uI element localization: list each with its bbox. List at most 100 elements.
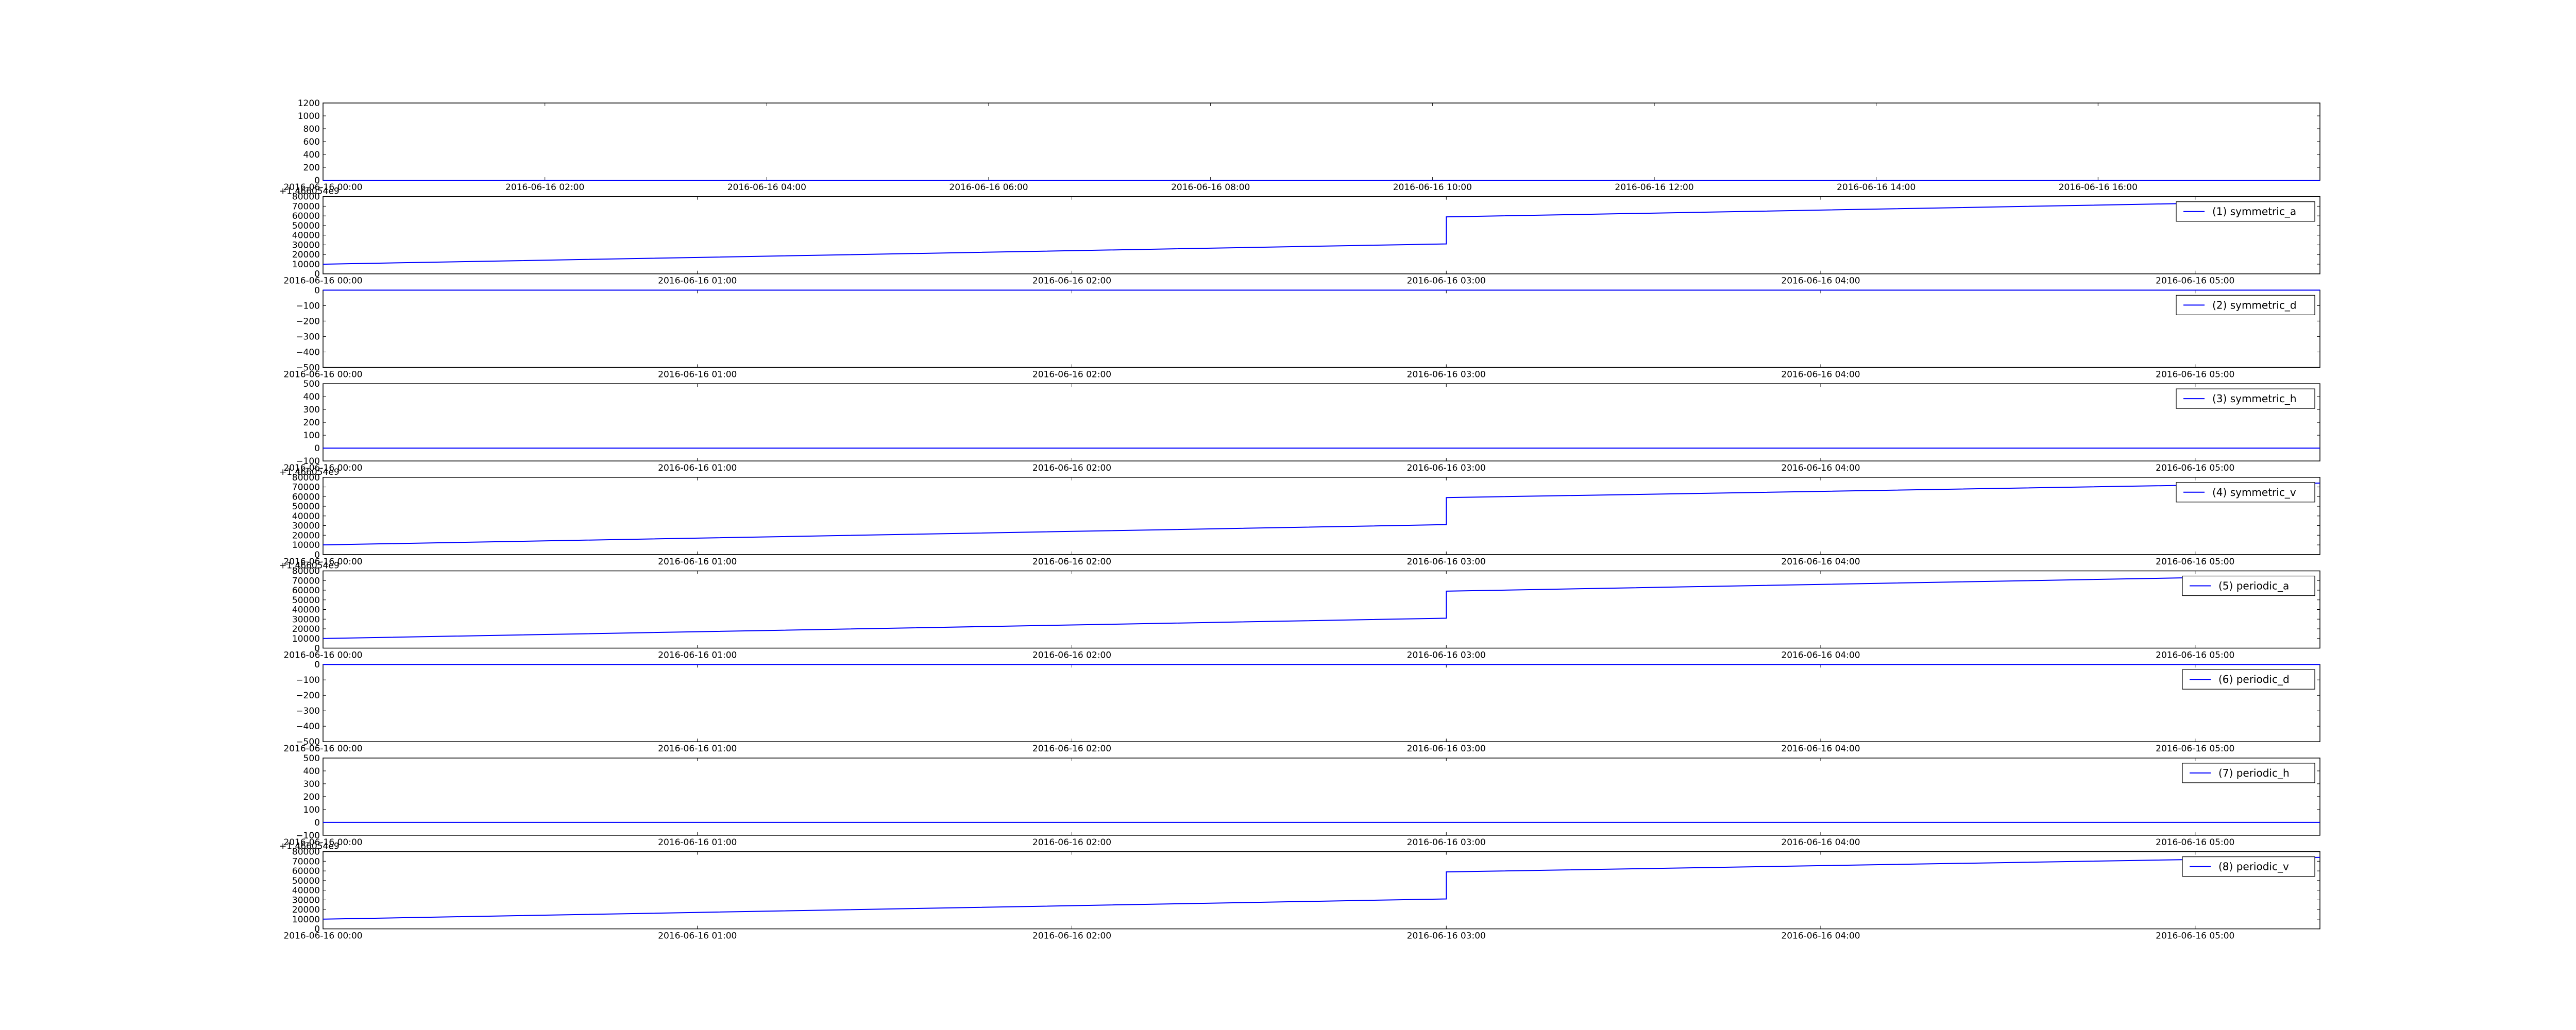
series-line xyxy=(323,202,2195,265)
x-tick-label: 2016-06-16 00:00 xyxy=(283,182,362,193)
y-tick-label: 10000 xyxy=(292,540,320,551)
y-tick-label: 10000 xyxy=(292,634,320,644)
y-tick-label: −500 xyxy=(296,363,320,373)
x-tick-label: 2016-06-16 05:00 xyxy=(2156,650,2234,661)
x-tick-label: 2016-06-16 10:00 xyxy=(1393,182,1472,193)
x-tick-label: 2016-06-16 05:00 xyxy=(2156,837,2234,848)
y-tick-label: 500 xyxy=(303,379,320,389)
x-tick-label: 2016-06-16 04:00 xyxy=(1781,369,1860,380)
x-tick-label: 2016-06-16 01:00 xyxy=(658,744,737,754)
legend-label: (4) symmetric_v xyxy=(2212,486,2296,499)
x-tick-label: 2016-06-16 04:00 xyxy=(1781,744,1860,754)
x-tick-label: 2016-06-16 05:00 xyxy=(2156,276,2234,286)
x-tick-label: 2016-06-16 04:00 xyxy=(1781,557,1860,567)
legend: (1) symmetric_a xyxy=(2176,201,2315,222)
x-tick-label: 2016-06-16 00:00 xyxy=(283,276,362,286)
x-tick-label: 2016-06-16 02:00 xyxy=(1032,650,1111,661)
y-tick-label: 500 xyxy=(303,753,320,764)
y-tick-label: 70000 xyxy=(292,201,320,212)
x-tick-label: 2016-06-16 16:00 xyxy=(2059,182,2138,193)
x-tick-label: 2016-06-16 03:00 xyxy=(1407,276,1486,286)
x-tick-label: 2016-06-16 01:00 xyxy=(658,837,737,848)
y-tick-label: 400 xyxy=(303,766,320,777)
x-tick-label: 2016-06-16 04:00 xyxy=(727,182,806,193)
y-tick-label: 50000 xyxy=(292,595,320,606)
subplot-2: 2016-06-16 00:00 2016-06-16 01:00 2016-06-… xyxy=(279,186,2320,286)
y-tick-label: 40000 xyxy=(292,886,320,896)
x-tick-label: 2016-06-16 03:00 xyxy=(1407,931,1486,941)
axes-frame xyxy=(323,383,2320,461)
y-tick-label: 20000 xyxy=(292,530,320,541)
y-tick-label: −100 xyxy=(296,675,320,685)
legend-label: (3) symmetric_h xyxy=(2212,392,2297,405)
x-tick-label: 2016-06-16 01:00 xyxy=(658,650,737,661)
y-tick-label: 0 xyxy=(314,550,320,560)
x-tick-label: 2016-06-16 02:00 xyxy=(1032,557,1111,567)
y-tick-label: 40000 xyxy=(292,511,320,522)
y-tick-label: 400 xyxy=(303,150,320,160)
y-tick-label: 70000 xyxy=(292,483,320,493)
y-tick-label: −100 xyxy=(296,301,320,311)
legend-label: (7) periodic_h xyxy=(2218,767,2290,779)
series-line xyxy=(323,483,2320,545)
y-tick-label: 60000 xyxy=(292,211,320,221)
y-tick-label: 600 xyxy=(303,137,320,147)
axes-frame xyxy=(323,196,2320,274)
legend: (3) symmetric_h xyxy=(2176,388,2315,409)
x-tick-label: 2016-06-16 02:00 xyxy=(1032,369,1111,380)
x-tick-label: 2016-06-16 05:00 xyxy=(2156,557,2234,567)
y-tick-label: 200 xyxy=(303,418,320,428)
x-tick-label: 2016-06-16 05:00 xyxy=(2156,744,2234,754)
y-tick-label: 0 xyxy=(314,644,320,654)
legend-label: (6) periodic_d xyxy=(2218,673,2290,685)
x-tick-label: 2016-06-16 04:00 xyxy=(1781,650,1860,661)
x-tick-label: 2016-06-16 02:00 xyxy=(1032,837,1111,848)
x-tick-label: 2016-06-16 01:00 xyxy=(658,463,737,473)
legend: (6) periodic_d xyxy=(2182,669,2315,690)
y-tick-label: 300 xyxy=(303,779,320,789)
x-tick-label: 2016-06-16 00:00 xyxy=(283,650,362,661)
offset-label: +1.466054e9 xyxy=(279,467,340,477)
y-tick-label: 40000 xyxy=(292,231,320,241)
x-tick-label: 2016-06-16 03:00 xyxy=(1407,837,1486,848)
y-tick-label: 400 xyxy=(303,392,320,402)
x-tick-label: 2016-06-16 00:00 xyxy=(283,463,362,473)
axes-frame xyxy=(323,102,2320,181)
y-tick-label: 80000 xyxy=(292,473,320,483)
legend: (8) periodic_v xyxy=(2182,856,2315,877)
x-tick-label: 2016-06-16 03:00 xyxy=(1407,369,1486,380)
legend-label: (2) symmetric_d xyxy=(2212,299,2297,311)
x-tick-label: 2016-06-16 01:00 xyxy=(658,276,737,286)
y-tick-label: −500 xyxy=(296,737,320,747)
x-tick-label: 2016-06-16 06:00 xyxy=(949,182,1028,193)
x-tick-label: 2016-06-16 00:00 xyxy=(283,837,362,848)
legend-label: (5) periodic_a xyxy=(2218,580,2289,592)
y-tick-label: 800 xyxy=(303,124,320,134)
legend-label: (1) symmetric_a xyxy=(2212,205,2296,218)
y-tick-label: −300 xyxy=(296,706,320,716)
y-tick-label: 60000 xyxy=(292,866,320,877)
y-tick-label: 60000 xyxy=(292,492,320,502)
y-tick-label: 80000 xyxy=(292,566,320,577)
legend: (4) symmetric_v xyxy=(2176,482,2315,503)
y-tick-label: 20000 xyxy=(292,624,320,634)
y-tick-label: 30000 xyxy=(292,895,320,905)
y-tick-label: 1000 xyxy=(298,111,320,122)
y-tick-label: 60000 xyxy=(292,586,320,596)
x-tick-label: 2016-06-16 03:00 xyxy=(1407,557,1486,567)
x-tick-label: 2016-06-16 03:00 xyxy=(1407,650,1486,661)
y-tick-label: 70000 xyxy=(292,576,320,586)
legend: (7) periodic_h xyxy=(2182,763,2315,783)
legend: (5) periodic_a xyxy=(2182,575,2315,596)
axes-frame xyxy=(323,570,2320,649)
axes-frame xyxy=(323,664,2320,742)
x-tick-label: 2016-06-16 02:00 xyxy=(1032,931,1111,941)
series-line xyxy=(323,856,2320,920)
axes-frame xyxy=(323,289,2320,368)
y-tick-label: 300 xyxy=(303,405,320,415)
